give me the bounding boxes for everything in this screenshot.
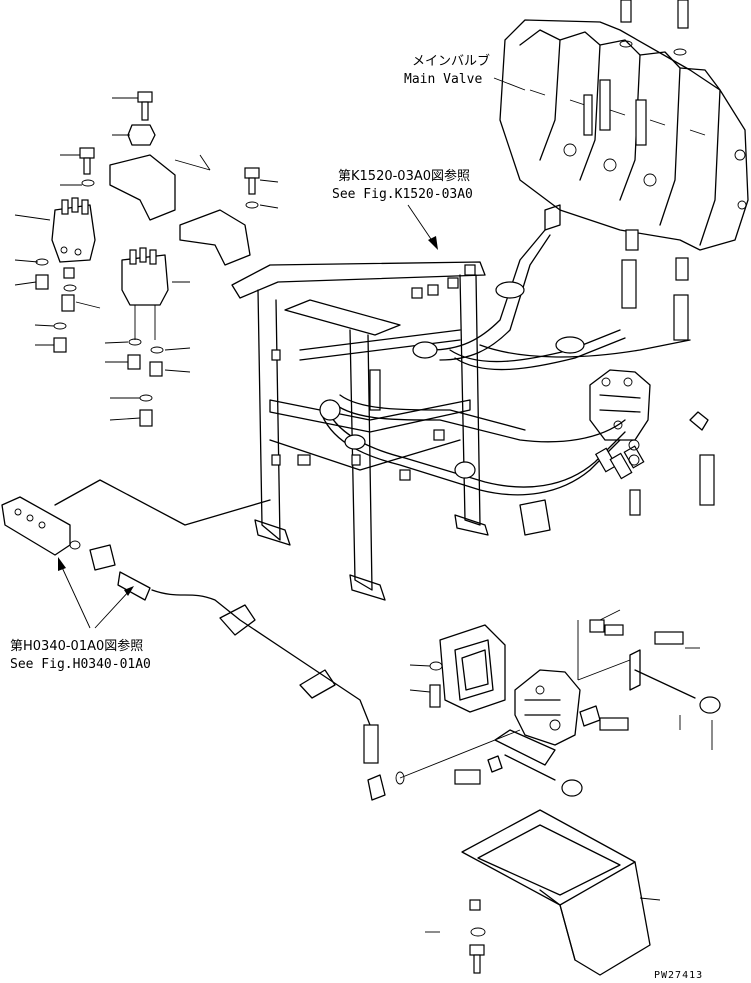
- ppc-valve: [589, 369, 715, 516]
- fig-h0340-arrows: [58, 557, 134, 629]
- frame-stand: [231, 261, 489, 601]
- fig-h0340-label-en: See Fig.H0340-01A0: [10, 657, 151, 672]
- main-valve-leader: [493, 77, 526, 91]
- fig-k1520-arrow: [407, 204, 438, 250]
- fig-h0340-label-jp: 第H0340-01A0図参照: [10, 638, 143, 654]
- main-valve: [499, 0, 749, 341]
- junction-block: [1, 479, 521, 801]
- main-valve-label-jp: メインバルブ: [412, 53, 490, 69]
- drawing-code: PW27413: [654, 970, 703, 981]
- left-valve-assemblies: [14, 91, 279, 427]
- main-valve-label-en: Main Valve: [404, 72, 482, 87]
- hoses: [319, 204, 691, 536]
- pump-assembly: [409, 609, 721, 797]
- fig-k1520-label-en: See Fig.K1520-03A0: [332, 187, 473, 202]
- fig-k1520-label-jp: 第K1520-03A0図参照: [338, 168, 470, 184]
- under-cover: [425, 809, 661, 976]
